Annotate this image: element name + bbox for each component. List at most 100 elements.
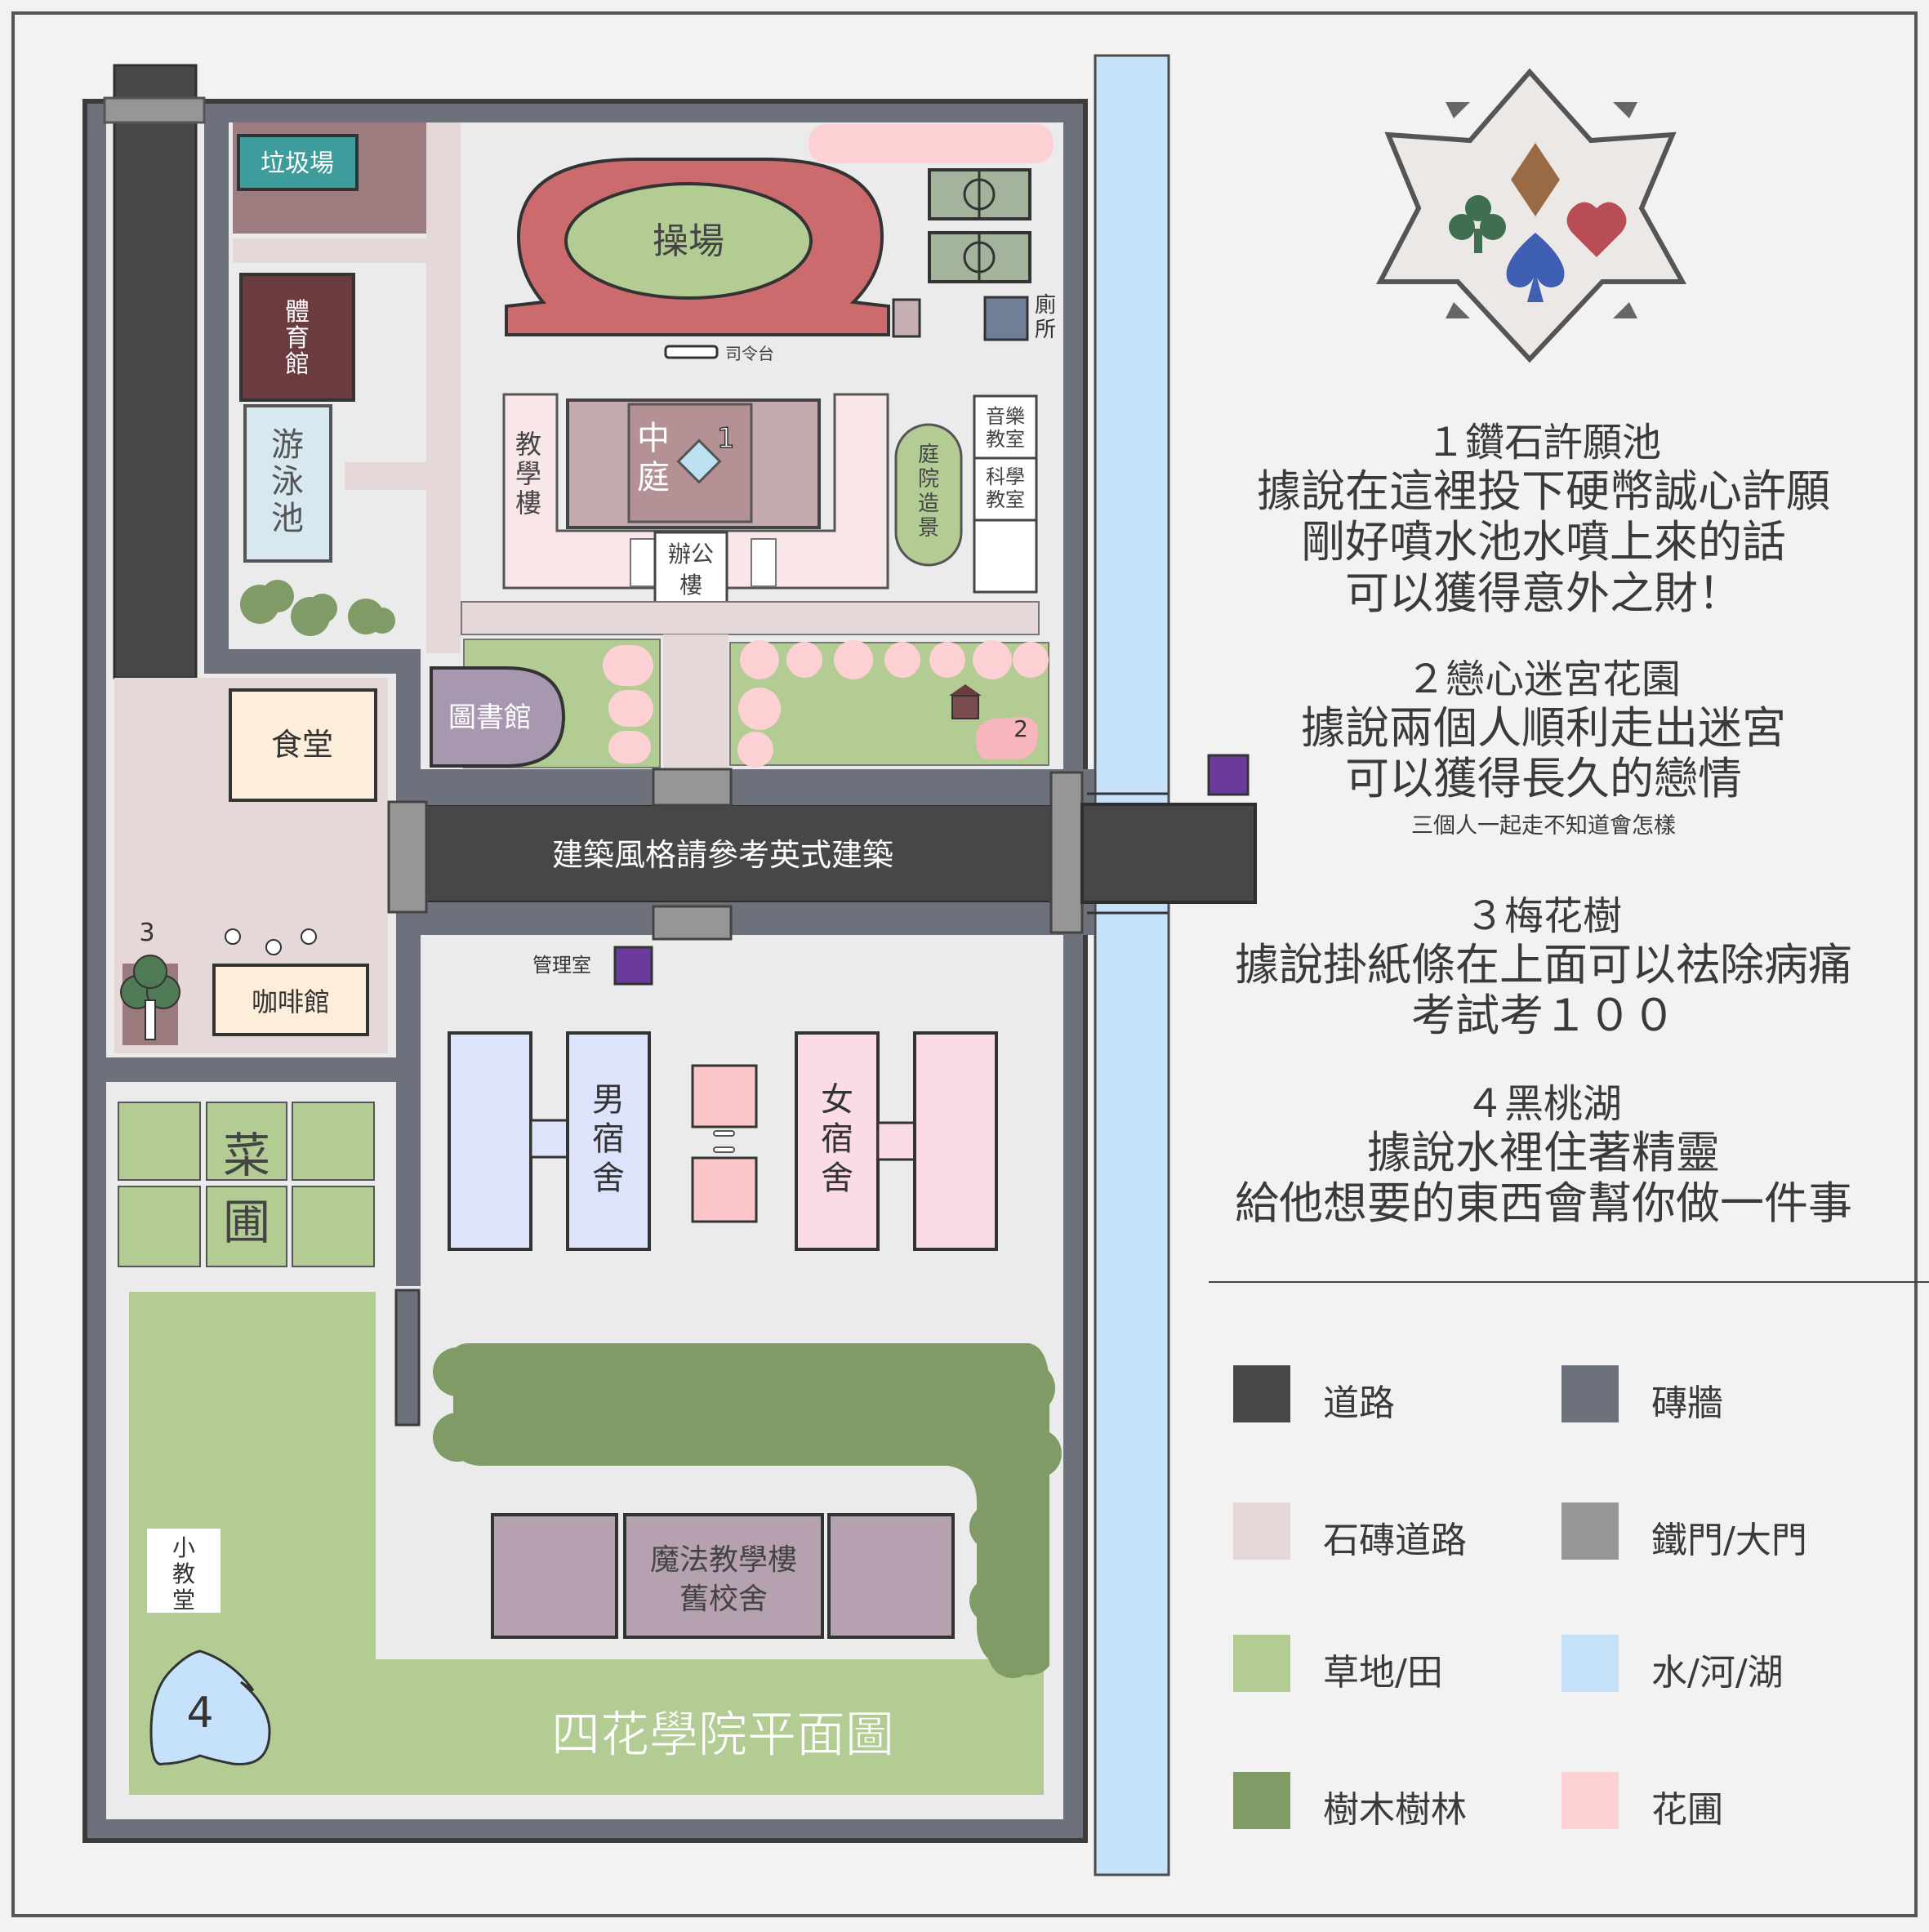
info-heading: ２戀心迷宮花園 [1406, 657, 1681, 702]
info-line: 可以獲得長久的戀情 [1345, 753, 1742, 805]
inner-wall [394, 1289, 421, 1427]
garden-landscape [894, 423, 963, 567]
info-line: 據說水裡住著精靈 [1367, 1126, 1720, 1178]
info-line: 剛好噴水池水噴上來的話 [1301, 516, 1786, 568]
girls-dorm-label: 女宿舍 [821, 1081, 853, 1197]
dorm-annex [691, 1064, 758, 1128]
info-note: 三個人一起走不知道會怎樣 [1411, 812, 1676, 839]
info-heading: １鑽石許願池 [1425, 420, 1661, 465]
legend-swatch [1233, 1772, 1290, 1829]
marker-1: 1 [717, 422, 735, 455]
inner-wall [204, 122, 229, 663]
vegetable-plots [118, 1102, 375, 1267]
info-section-2: ２戀心迷宮花園 據說兩個人順利走出迷宮 可以獲得長久的戀情 三個人一起走不知道會… [1201, 657, 1887, 839]
veg-label: 菜圃 [223, 1128, 270, 1250]
office-label-line1: 辦公 [668, 541, 714, 568]
info-line: 據說掛紙條在上面可以祛除病痛 [1235, 938, 1852, 990]
road-tower [113, 64, 198, 679]
bushes [240, 580, 395, 636]
stone-path [233, 238, 426, 263]
gate-east [1049, 771, 1084, 934]
legend-label: 鐵門/大門 [1651, 1520, 1807, 1561]
courtyard-label: 中庭 [637, 420, 670, 496]
command-stage [664, 345, 719, 359]
bridge-rail [1087, 792, 1168, 915]
track-shed [892, 298, 921, 338]
diamond-icon [1511, 143, 1560, 216]
stone-path [426, 122, 461, 653]
flower-bed [603, 645, 653, 763]
inner-wall [204, 649, 421, 674]
science-label-line1: 科學 [986, 465, 1025, 488]
cafeteria-label: 食堂 [271, 727, 333, 763]
guard-booth [1207, 754, 1250, 796]
map-title: 四花學院平面圖 [551, 1707, 894, 1764]
inner-wall [106, 1057, 421, 1082]
info-line: 據說在這裡投下硬幣誠心許願 [1257, 465, 1830, 517]
stage-label: 司令台 [725, 344, 774, 363]
toilet-label: 廁所 [1035, 293, 1056, 342]
info-line: 可以獲得意外之財！ [1345, 567, 1742, 619]
admin-label: 管理室 [532, 954, 591, 977]
teaching-label: 教學樓 [515, 429, 541, 519]
stone-path [663, 634, 728, 769]
info-heading: ４黑桃湖 [1464, 1081, 1622, 1127]
garbage-building [237, 134, 359, 191]
dorm-annex [691, 1156, 758, 1223]
road-wall-north [421, 769, 1094, 805]
legend-label: 花圃 [1651, 1789, 1723, 1831]
stone-path [345, 462, 426, 490]
great-lawn [129, 1292, 1044, 1795]
teaching-building [502, 393, 889, 590]
gazebo-icon [949, 684, 982, 719]
science-label-line2: 教室 [986, 488, 1025, 511]
boys-dorm-label: 男宿舍 [592, 1081, 625, 1197]
small-chapel [147, 1529, 221, 1613]
legend-swatch [1233, 1365, 1290, 1422]
music-label-line1: 音樂 [986, 405, 1025, 428]
classroom-block [973, 519, 1038, 594]
spade-icon [1506, 233, 1565, 302]
legend-swatch [1561, 1365, 1619, 1422]
stone-path [461, 601, 1040, 635]
magic-label-line1: 魔法教學樓 [650, 1543, 797, 1577]
playground-field [564, 182, 813, 300]
forest [433, 1343, 1062, 1678]
info-heading: ３梅花樹 [1464, 893, 1622, 939]
river [1094, 54, 1170, 1876]
gym-label: 體育館 [285, 298, 310, 379]
bridge [1080, 803, 1257, 904]
office-building [653, 531, 728, 606]
diamond-fountain [676, 438, 722, 484]
playground-label: 操場 [653, 220, 724, 262]
admin-room [613, 946, 653, 986]
magic-label-line2: 舊校舍 [679, 1583, 768, 1616]
garden-label: 庭院造景 [918, 443, 939, 541]
magic-wing-west [491, 1513, 618, 1639]
four-suits-emblem [1376, 68, 1687, 363]
legend-swatch [1561, 1635, 1619, 1692]
club-icon [1449, 195, 1506, 253]
magic-building [623, 1513, 824, 1639]
toilet-building [983, 296, 1029, 341]
garbage-label: 垃圾場 [261, 149, 334, 178]
flower-bed [737, 640, 1049, 768]
flower-bed [809, 124, 1054, 163]
legend-swatch [1233, 1635, 1290, 1692]
girls-dorm-east [913, 1031, 998, 1251]
gate-north [652, 768, 733, 807]
pool-label: 游泳池 [271, 426, 304, 537]
heart-icon [1566, 202, 1627, 257]
plum-tree-icon [120, 955, 180, 1040]
marker-3: 3 [139, 919, 154, 947]
gate-west [387, 800, 428, 914]
boys-dorm [566, 1031, 651, 1251]
info-line: 考試考１００ [1411, 990, 1676, 1042]
marker-4: 4 [186, 1689, 213, 1738]
legend-swatch [1233, 1502, 1290, 1560]
legend-label: 磚牆 [1651, 1382, 1723, 1424]
gate-south [652, 905, 733, 941]
info-section-4: ４黑桃湖 據說水裡住著精靈 給他想要的東西會幫你做一件事 [1201, 1081, 1887, 1230]
marker-2: 2 [1014, 715, 1028, 742]
